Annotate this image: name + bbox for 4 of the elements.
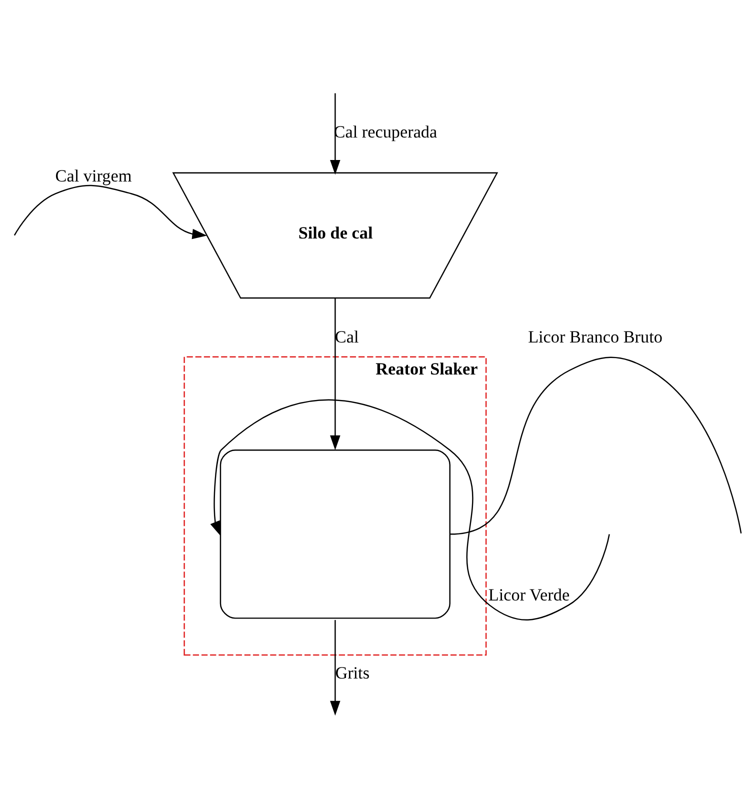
- edge-label: Licor Branco Bruto: [528, 327, 662, 346]
- edge-label: Cal virgem: [55, 166, 132, 186]
- edge-label: Grits: [335, 664, 370, 683]
- edge-label: Licor Verde: [488, 586, 570, 605]
